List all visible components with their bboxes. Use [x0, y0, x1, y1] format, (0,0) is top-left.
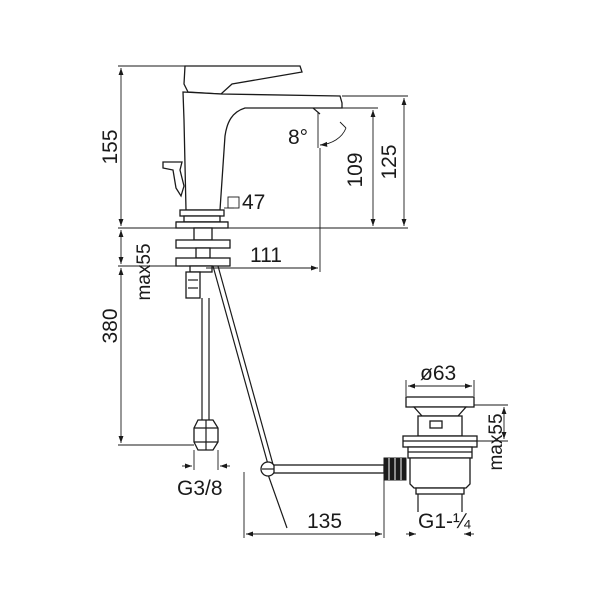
popup-waste	[402, 396, 478, 512]
washer-top	[175, 239, 231, 249]
washer-bottom	[175, 257, 231, 267]
pull-rod	[212, 265, 407, 529]
waste-cap	[405, 396, 475, 408]
deck-flange	[175, 221, 229, 229]
mounting-kit	[175, 227, 231, 299]
label-125: 125	[378, 144, 401, 179]
faucet-body	[162, 65, 343, 229]
dimension-labels: 155 max55 380 109 125 8° 47 111 G3/8 135…	[99, 126, 507, 533]
label-111: 111	[250, 244, 282, 267]
label-109: 109	[344, 152, 367, 187]
label-deck-max55: max55	[134, 243, 155, 300]
faucet-base	[179, 209, 225, 217]
lift-rod	[162, 161, 185, 198]
square-symbol	[227, 196, 240, 209]
label-g3-8: G3/8	[177, 477, 223, 500]
label-8-degree: 8°	[288, 126, 308, 149]
spout	[182, 91, 343, 211]
flex-hose	[193, 298, 219, 451]
rod-holder	[185, 271, 201, 299]
label-380: 380	[99, 308, 122, 343]
dimension-lines	[118, 65, 508, 538]
label-d63: ø63	[420, 362, 456, 385]
label-basin-max55: max55	[486, 413, 507, 470]
waste-tail	[409, 457, 471, 489]
label-155: 155	[99, 129, 122, 164]
label-135: 135	[307, 510, 342, 533]
label-47: 47	[242, 191, 265, 214]
horizontal-rod	[273, 464, 385, 474]
lever-handle	[183, 65, 303, 95]
label-g1-1-4: G1-¼	[418, 510, 471, 533]
